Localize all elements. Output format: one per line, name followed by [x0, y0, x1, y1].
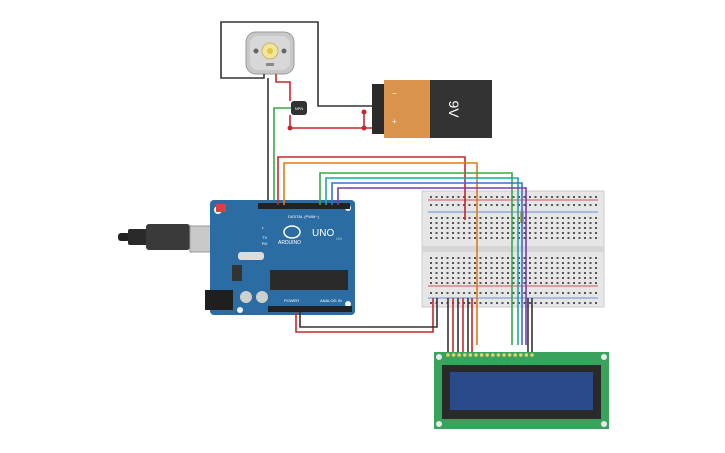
- arduino-tx-label: TX: [262, 235, 267, 240]
- breadboard[interactable]: [421, 190, 605, 308]
- lcd-16x2[interactable]: [434, 352, 609, 429]
- arduino-model: UNO: [312, 228, 334, 239]
- transistor-label: NPN: [295, 106, 304, 111]
- arduino-digital-label: DIGITAL (PWM~): [288, 214, 320, 219]
- lcd-pins: [446, 353, 534, 357]
- breadboard-holes: [430, 196, 597, 304]
- arduino-l-label: L: [262, 225, 265, 230]
- arduino-breadboard-wires[interactable]: [277, 156, 533, 352]
- arduino-brand: ARDUINO: [278, 240, 301, 246]
- lcd-screen: [450, 372, 593, 410]
- arduino-uno[interactable]: ARDUINO UNO ON DIGITAL (PWM~) POWER ANAL…: [118, 200, 355, 315]
- battery-plus: +: [392, 117, 397, 126]
- motor-battery-wires[interactable]: [220, 21, 372, 205]
- arduino-on-label: ON: [336, 236, 342, 241]
- dc-motor[interactable]: [245, 31, 295, 75]
- arduino-rx-label: RX: [262, 241, 268, 246]
- arduino-power-label: POWER: [284, 298, 299, 303]
- battery-9v[interactable]: 9V + −: [372, 80, 492, 138]
- transistor[interactable]: NPN: [291, 101, 307, 115]
- battery-label: 9V: [446, 100, 462, 118]
- battery-minus: −: [392, 89, 397, 98]
- arduino-analog-label: ANALOG IN: [320, 298, 342, 303]
- reset-button[interactable]: [216, 204, 226, 212]
